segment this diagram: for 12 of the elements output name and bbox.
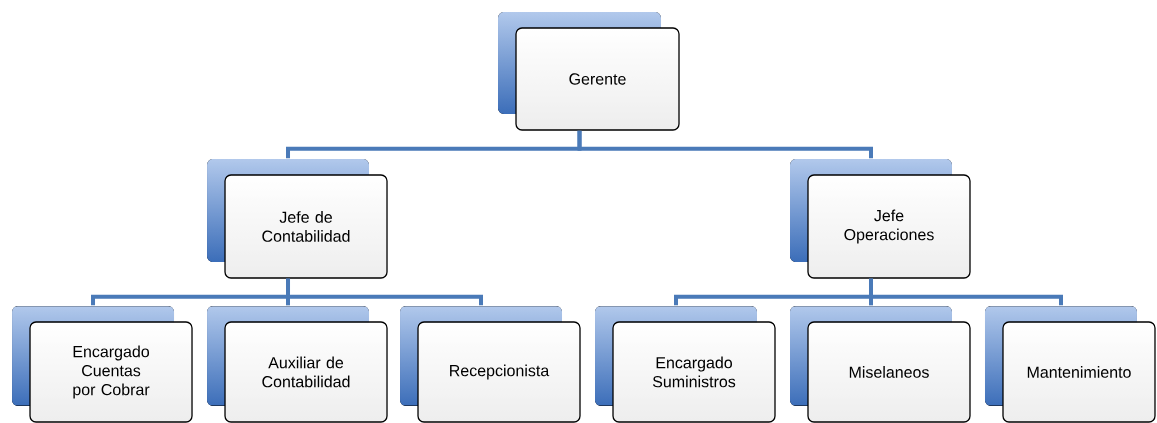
org-box: Jefe Operaciones <box>790 159 971 279</box>
org-box: Auxiliar de Contabilidad <box>207 306 388 423</box>
connector-line <box>869 278 1063 306</box>
org-box: Gerente <box>498 12 680 131</box>
org-box: Encargado Suministros <box>595 306 776 423</box>
org-box: Jefe de Contabilidad <box>207 159 388 279</box>
org-box: Recepcionista <box>400 306 581 423</box>
org-box: Encargado Cuentas por Cobrar <box>12 306 193 423</box>
connector-line <box>577 130 873 159</box>
org-box: Miselaneos <box>790 306 971 423</box>
connector-line <box>286 278 483 306</box>
org-box: Mantenimiento <box>985 306 1156 423</box>
